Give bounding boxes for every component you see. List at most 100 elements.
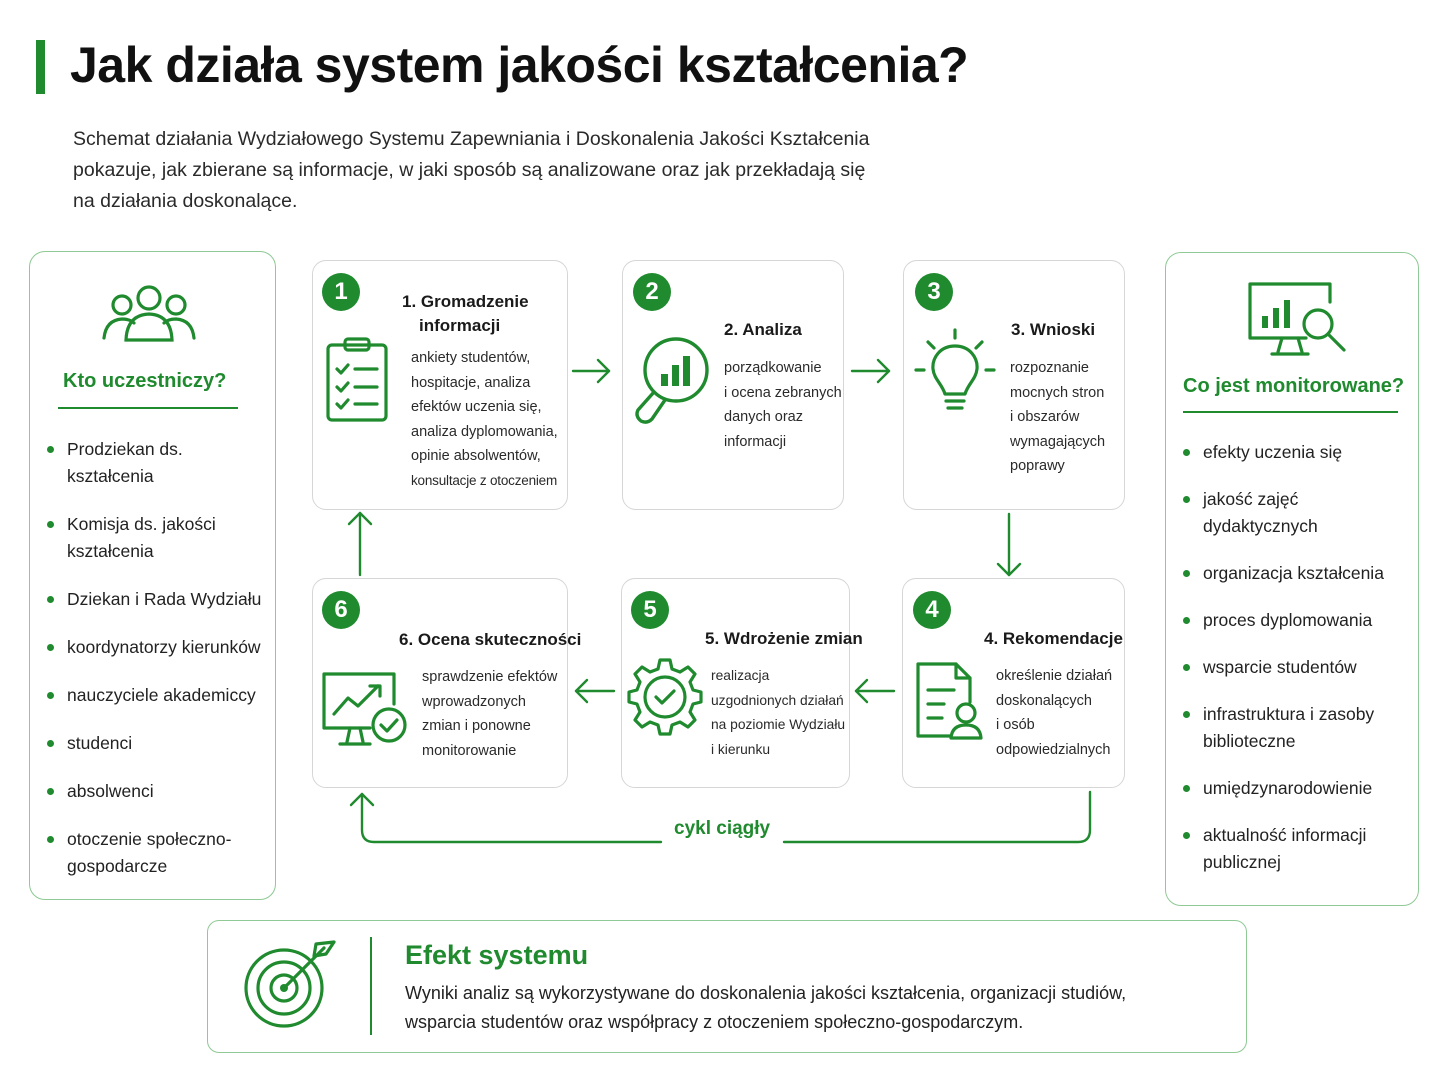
clipboard-checklist-icon xyxy=(326,337,388,422)
step-desc-line: analiza dyplomowania, xyxy=(411,423,558,440)
participants-heading: Kto uczestniczy? xyxy=(63,370,227,392)
step-desc-line: uzgodnionych działań xyxy=(711,692,844,708)
list-item-text: aktualność informacji xyxy=(1203,825,1367,845)
list-item-text: efekty uczenia się xyxy=(1203,442,1343,462)
step-desc-line: hospitacje, analiza xyxy=(411,374,531,391)
step-number-badge: 4 xyxy=(913,591,951,629)
arrow-left-icon xyxy=(574,678,616,704)
participants-divider xyxy=(58,407,238,409)
intro-line: pokazuje, jak zbierane są informacje, w … xyxy=(73,159,866,181)
list-item: aktualność informacji publicznej xyxy=(1183,822,1413,876)
list-item-text: koordynatorzy kierunków xyxy=(67,637,261,657)
step-title-line: 1. Gromadzenie xyxy=(402,292,529,311)
step-desc-line: poprawy xyxy=(1010,458,1065,474)
list-item-text: wsparcie studentów xyxy=(1203,657,1357,677)
effect-text-line: wsparcia studentów oraz współpracy z oto… xyxy=(405,1012,1024,1032)
arrow-left-icon xyxy=(854,678,896,704)
list-item-text: Prodziekan ds. kształcenia xyxy=(67,439,183,486)
step-desc-line: wymagających xyxy=(1010,433,1106,450)
step-description: sprawdzenie efektów wprowadzonych zmian … xyxy=(422,665,566,763)
step-title: 5. Wdrożenie zmian xyxy=(705,629,863,648)
arrow-right-icon xyxy=(571,358,611,384)
step-title-line: informacji xyxy=(419,316,501,335)
monitor-trend-check-icon xyxy=(322,672,407,746)
step-desc-line: wprowadzonych xyxy=(422,693,526,710)
step-desc-line: na poziomie Wydziału xyxy=(711,717,846,732)
list-item-text: organizacja kształcenia xyxy=(1203,563,1384,583)
step-number-badge: 5 xyxy=(631,591,669,629)
step-desc-line: realizacja xyxy=(711,668,770,683)
arrow-down-icon xyxy=(996,512,1022,577)
arrow-up-icon xyxy=(347,511,373,577)
effect-divider xyxy=(370,937,372,1035)
step-number-badge: 1 xyxy=(322,273,360,311)
list-item: Prodziekan ds. kształcenia xyxy=(47,436,272,490)
step-title: 4. Rekomendacje xyxy=(984,629,1123,648)
list-item-text: Dziekan i Rada Wydziału xyxy=(67,589,262,609)
list-item-text: jakość zajęć xyxy=(1203,489,1299,509)
list-item: infrastruktura i zasoby biblioteczne xyxy=(1183,701,1413,755)
step-description: ankiety studentów, hospitacje, analiza e… xyxy=(411,346,566,493)
list-item: Dziekan i Rada Wydziału xyxy=(47,586,272,613)
list-item: proces dyplomowania xyxy=(1183,607,1413,634)
list-item: umiędzynarodowienie xyxy=(1183,775,1413,802)
step-description: realizacja uzgodnionych działań na pozio… xyxy=(711,664,848,762)
step-description: rozpoznanie mocnych stron i obszarów wym… xyxy=(1010,356,1122,479)
monitored-list: efekty uczenia się jakość zajęć dydaktycz… xyxy=(1183,439,1413,876)
list-item: nauczyciele akademiccy xyxy=(47,682,272,709)
step-title: 2. Analiza xyxy=(724,320,802,339)
magnifier-chart-icon xyxy=(635,337,709,424)
step-desc-line: danych oraz xyxy=(724,409,803,425)
list-item: otoczenie społeczno-gospodarcze xyxy=(47,826,272,880)
list-item-text: proces dyplomowania xyxy=(1203,610,1373,630)
lightbulb-icon xyxy=(914,328,996,410)
people-group-icon xyxy=(102,285,196,342)
list-item-text: biblioteczne xyxy=(1203,731,1296,751)
list-item-text: studenci xyxy=(67,733,133,753)
step-title: 1. Gromadzenie informacji xyxy=(402,290,529,338)
step-desc-line: informacji xyxy=(724,433,787,450)
intro-line: na działania doskonalące. xyxy=(73,190,298,212)
step-desc-line: i obszarów xyxy=(1010,409,1080,425)
effect-text-line: Wyniki analiz są wykorzystywane do dosko… xyxy=(405,983,1127,1003)
step-desc-line: monitorowanie xyxy=(422,742,517,759)
step-desc-line: rozpoznanie xyxy=(1010,360,1089,376)
list-item: organizacja kształcenia xyxy=(1183,560,1413,587)
list-item: absolwenci xyxy=(47,778,272,805)
document-person-icon xyxy=(916,662,983,740)
page-title: Jak działa system jakości kształcenia? xyxy=(70,37,969,93)
step-description: określenie działań doskonalących i osób … xyxy=(996,664,1121,762)
step-desc-line: i kierunku xyxy=(711,741,771,757)
list-item-text: umiędzynarodowienie xyxy=(1203,778,1373,798)
step-description: porządkowanie i ocena zebranych danych o… xyxy=(724,356,842,454)
monitor-chart-search-icon xyxy=(1248,282,1346,356)
step-desc-line: sprawdzenie efektów xyxy=(422,669,558,685)
list-item-text: infrastruktura i zasoby xyxy=(1203,704,1375,724)
list-item-text: nauczyciele akademiccy xyxy=(67,685,256,705)
list-item: wsparcie studentów xyxy=(1183,654,1413,681)
cycle-label: cykl ciągły xyxy=(674,818,771,839)
step-desc-line: odpowiedzialnych xyxy=(996,741,1111,758)
effect-text: Wyniki analiz są wykorzystywane do dosko… xyxy=(405,979,1195,1037)
participants-panel xyxy=(29,251,276,900)
effect-box xyxy=(207,920,1247,1053)
step-desc-line: porządkowanie xyxy=(724,360,822,376)
list-item: studenci xyxy=(47,730,272,757)
step-desc-line: i osób xyxy=(996,717,1035,733)
step-title: 3. Wnioski xyxy=(1011,320,1096,339)
step-desc-line: konsultacje z otoczeniem xyxy=(411,472,558,488)
list-item: efekty uczenia się xyxy=(1183,439,1413,466)
list-item-text: dydaktycznych xyxy=(1203,516,1318,536)
step-desc-line: ankiety studentów, xyxy=(411,350,531,366)
monitored-panel xyxy=(1165,252,1419,906)
gear-check-icon xyxy=(627,658,703,736)
step-desc-line: doskonalących xyxy=(996,692,1092,709)
title-accent-bar xyxy=(36,40,45,94)
step-desc-line: mocnych stron xyxy=(1010,384,1105,401)
list-item-text: publicznej xyxy=(1203,852,1281,872)
step-desc-line: zmian i ponowne xyxy=(422,718,531,734)
monitored-divider xyxy=(1183,411,1398,413)
list-item-text: kształcenia xyxy=(67,541,154,561)
step-number-badge: 3 xyxy=(915,273,953,311)
